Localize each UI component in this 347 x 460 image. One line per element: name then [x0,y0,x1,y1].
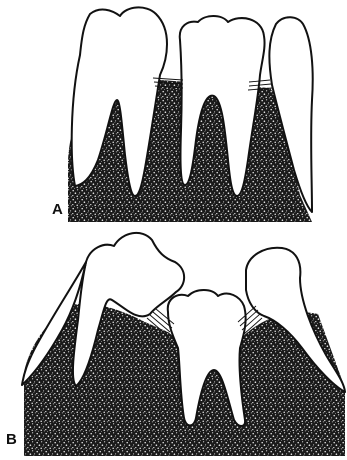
panel-label-a: A [52,201,63,218]
panel-b: B [6,233,345,456]
panel-a: A [52,7,313,222]
panel-label-b: B [6,431,17,448]
